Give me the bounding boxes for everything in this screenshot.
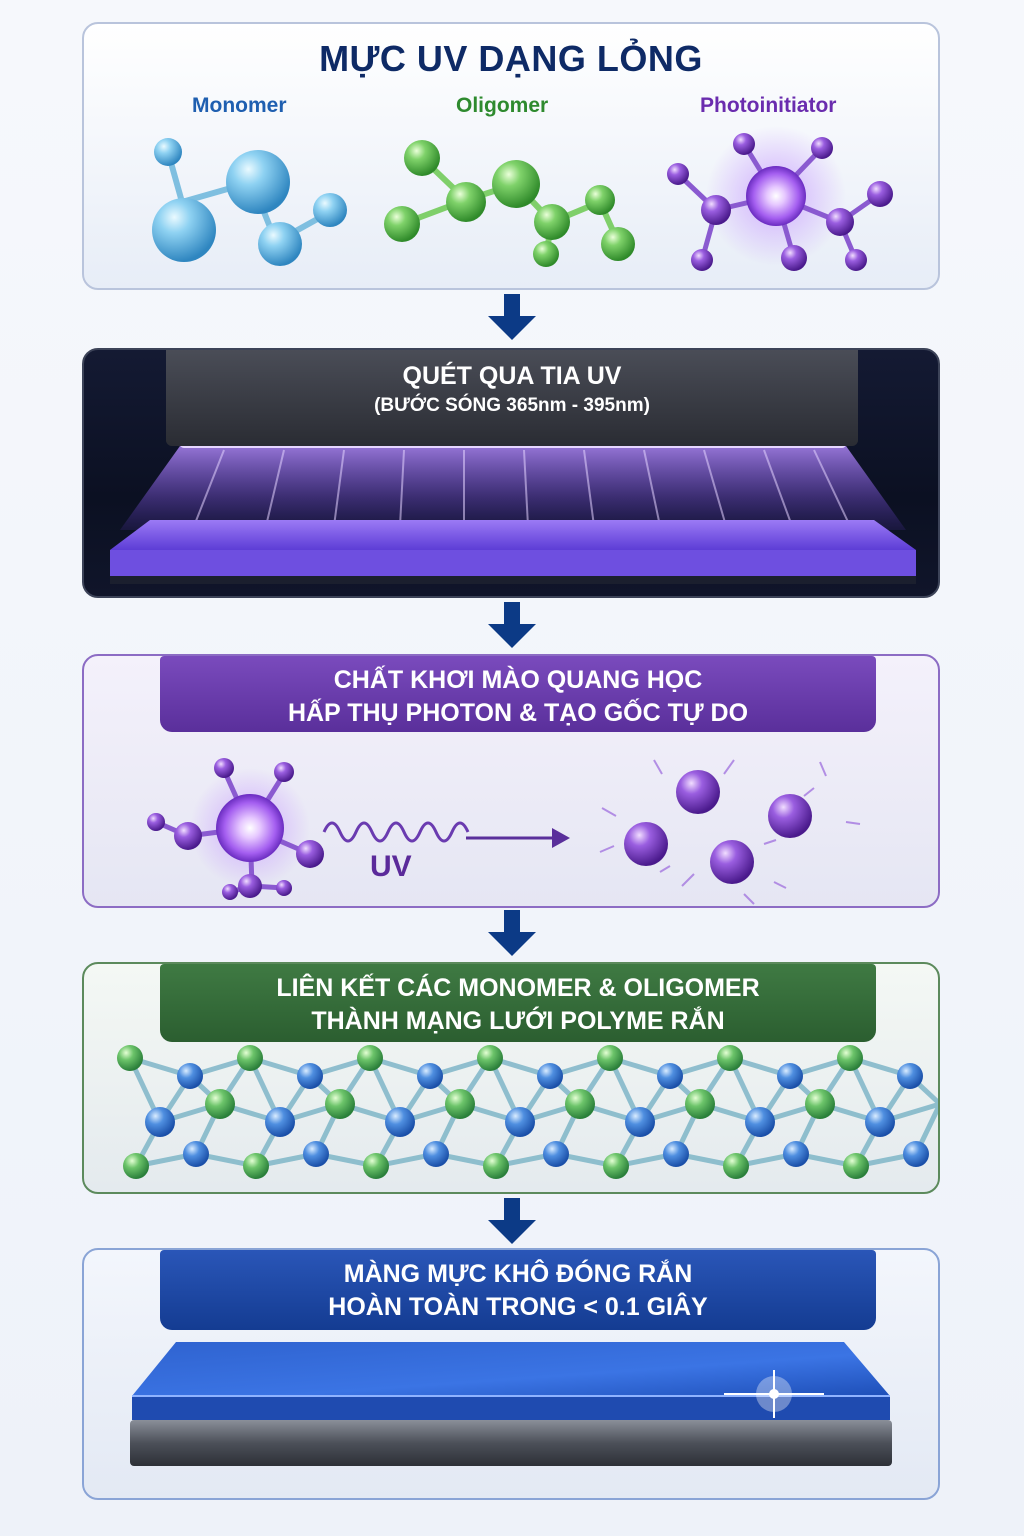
network-node xyxy=(597,1045,623,1071)
network-node xyxy=(543,1141,569,1167)
network-node xyxy=(237,1045,263,1071)
uv-scan-panel: QUÉT QUA TIA UV (BƯỚC SÓNG 365nm - 395nm… xyxy=(82,348,940,598)
photoinitiator-banner: CHẤT KHƠI MÀO QUANG HỌC HẤP THỤ PHOTON &… xyxy=(160,656,876,732)
monomer-label: Monomer xyxy=(192,94,287,117)
uv-wavelength-label: (BƯỚC SÓNG 365nm - 395nm) xyxy=(374,395,650,416)
network-node xyxy=(837,1045,863,1071)
network-node xyxy=(417,1063,443,1089)
cured-film-panel: MÀNG MỰC KHÔ ĐÓNG RẮN HOÀN TOÀN TRONG < … xyxy=(82,1248,940,1500)
sparkle-icon xyxy=(724,1370,824,1418)
oligomer-label: Oligomer xyxy=(456,94,549,117)
network-node xyxy=(685,1089,715,1119)
network-node xyxy=(303,1141,329,1167)
network-node xyxy=(243,1153,269,1179)
network-node xyxy=(537,1063,563,1089)
network-node xyxy=(805,1089,835,1119)
network-node xyxy=(565,1089,595,1119)
liquid-ink-title: MỰC UV DẠNG LỎNG xyxy=(319,38,703,79)
polymer-network-line1: LIÊN KẾT CÁC MONOMER & OLIGOMER xyxy=(276,974,760,1002)
network-node xyxy=(477,1045,503,1071)
free-radical-illustration xyxy=(147,758,861,905)
cured-film-line2: HOÀN TOÀN TRONG < 0.1 GIÂY xyxy=(328,1293,708,1321)
network-node xyxy=(385,1107,415,1137)
network-node xyxy=(777,1063,803,1089)
uv-lamp-housing: QUÉT QUA TIA UV (BƯỚC SÓNG 365nm - 395nm… xyxy=(166,350,858,446)
down-arrow-icon xyxy=(488,602,536,648)
network-node xyxy=(723,1153,749,1179)
network-node xyxy=(205,1089,235,1119)
uv-scan-title: QUÉT QUA TIA UV xyxy=(402,362,622,390)
free-radicals xyxy=(624,770,812,884)
photoinitiator-label: Photoinitiator xyxy=(700,94,837,117)
polymer-network-panel: LIÊN KẾT CÁC MONOMER & OLIGOMER THÀNH MẠ… xyxy=(82,962,940,1194)
network-node xyxy=(483,1153,509,1179)
network-node xyxy=(325,1089,355,1119)
network-node xyxy=(897,1063,923,1089)
network-node xyxy=(657,1063,683,1089)
liquid-ink-panel: MỰC UV DẠNG LỎNG Monomer Oligomer Photoi… xyxy=(82,22,940,290)
arrow-right-icon xyxy=(552,828,570,848)
network-node xyxy=(145,1107,175,1137)
network-node xyxy=(117,1045,143,1071)
photoinitiator-line2: HẤP THỤ PHOTON & TẠO GỐC TỰ DO xyxy=(287,699,749,727)
network-node xyxy=(357,1045,383,1071)
polymer-network-line2: THÀNH MẠNG LƯỚI POLYME RẮN xyxy=(311,1007,725,1035)
cured-film-banner: MÀNG MỰC KHÔ ĐÓNG RẮN HOÀN TOÀN TRONG < … xyxy=(160,1250,876,1330)
polymer-network-illustration xyxy=(117,1045,938,1179)
uv-wave xyxy=(322,821,470,843)
network-node xyxy=(445,1089,475,1119)
network-node xyxy=(663,1141,689,1167)
network-node xyxy=(865,1107,895,1137)
network-node xyxy=(783,1141,809,1167)
network-node xyxy=(717,1045,743,1071)
down-arrow-icon xyxy=(488,910,536,956)
network-node xyxy=(505,1107,535,1137)
network-node xyxy=(363,1153,389,1179)
network-node xyxy=(625,1107,655,1137)
photoinitiator-line1: CHẤT KHƠI MÀO QUANG HỌC xyxy=(333,666,703,694)
network-node xyxy=(603,1153,629,1179)
uv-text-label: UV xyxy=(370,850,412,883)
cured-film-illustration xyxy=(130,1342,892,1466)
down-arrow-icon xyxy=(488,294,536,340)
network-node xyxy=(423,1141,449,1167)
polymer-network-banner: LIÊN KẾT CÁC MONOMER & OLIGOMER THÀNH MẠ… xyxy=(160,964,876,1042)
molecule-illustrations xyxy=(152,126,893,271)
network-node xyxy=(297,1063,323,1089)
cured-film-line1: MÀNG MỰC KHÔ ĐÓNG RẮN xyxy=(343,1260,693,1288)
photoinitiator-panel: CHẤT KHƠI MÀO QUANG HỌC HẤP THỤ PHOTON &… xyxy=(82,654,940,908)
network-node xyxy=(177,1063,203,1089)
network-node xyxy=(745,1107,775,1137)
network-node xyxy=(183,1141,209,1167)
network-node xyxy=(123,1153,149,1179)
network-node xyxy=(903,1141,929,1167)
down-arrow-icon xyxy=(488,1198,536,1244)
network-node xyxy=(843,1153,869,1179)
network-node xyxy=(265,1107,295,1137)
